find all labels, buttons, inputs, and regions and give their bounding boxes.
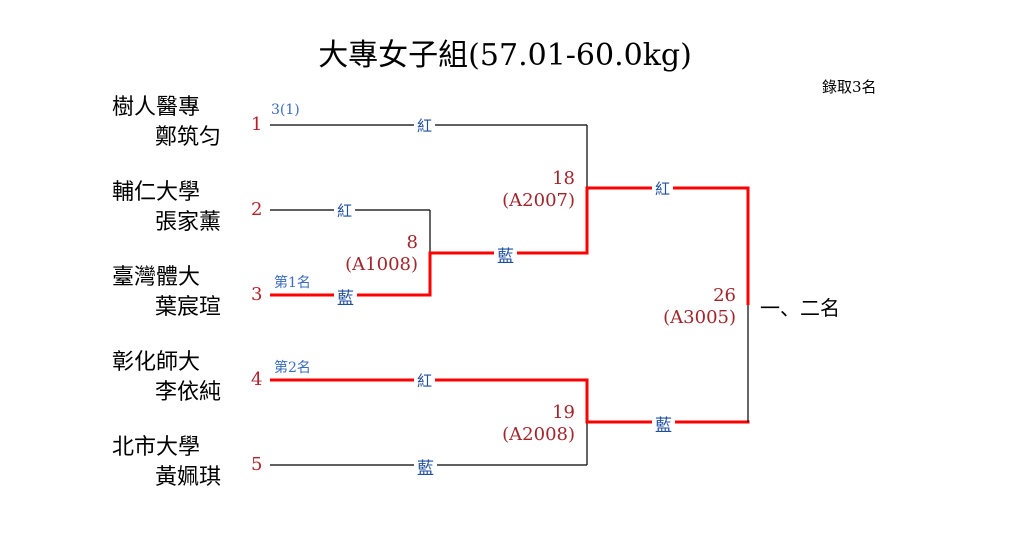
entrant-2-athlete: 張家薰 bbox=[155, 210, 222, 235]
entrant-2-school: 輔仁大學 bbox=[112, 180, 201, 205]
corner-seed5: 藍 bbox=[414, 454, 437, 479]
entrant-3-seed: 3 bbox=[251, 284, 263, 305]
corner-seed3: 藍 bbox=[334, 284, 357, 309]
entrant-4-school: 彰化師大 bbox=[112, 350, 201, 375]
entrant-1-school: 樹人醫專 bbox=[112, 95, 201, 120]
final-placement-label: 一、二名 bbox=[760, 296, 840, 320]
match-18-code: (A2007) bbox=[502, 190, 575, 211]
entrant-2-seed: 2 bbox=[251, 199, 263, 220]
match-26-code: (A3005) bbox=[663, 307, 736, 328]
entrant-5-school: 北市大學 bbox=[112, 435, 201, 460]
entrant-1-note: 3(1) bbox=[271, 102, 300, 118]
corner-seed4: 紅 bbox=[414, 370, 436, 391]
entrant-5-seed: 5 bbox=[251, 454, 263, 475]
match-8-code: (A1008) bbox=[345, 254, 418, 275]
match-18-number: 18 bbox=[552, 168, 575, 189]
match-8-number: 8 bbox=[406, 232, 418, 253]
quota-label: 錄取3名 bbox=[822, 78, 877, 96]
entrant-1-seed: 1 bbox=[251, 114, 263, 135]
match-19-code: (A2008) bbox=[502, 424, 575, 445]
corner-m8-out: 藍 bbox=[494, 242, 517, 267]
entrant-4-note: 第2名 bbox=[274, 360, 311, 376]
corner-m19-out: 藍 bbox=[652, 411, 675, 436]
entrant-3-athlete: 葉宸瑄 bbox=[155, 295, 222, 320]
entrant-4-seed: 4 bbox=[251, 369, 263, 390]
bracket-title: 大專女子組(57.01-60.0kg) bbox=[318, 38, 692, 73]
match-26-number: 26 bbox=[713, 285, 736, 306]
entrant-3-school: 臺灣體大 bbox=[112, 265, 201, 290]
match-19-number: 19 bbox=[552, 402, 575, 423]
corner-seed1: 紅 bbox=[414, 115, 436, 136]
entrant-4-athlete: 李依純 bbox=[155, 380, 222, 405]
entrant-1-athlete: 鄭筑匀 bbox=[155, 125, 222, 150]
entrant-5-athlete: 黃姵琪 bbox=[155, 465, 222, 490]
corner-m18-out: 紅 bbox=[652, 178, 674, 199]
corner-seed2: 紅 bbox=[334, 200, 356, 221]
entrant-3-note: 第1名 bbox=[274, 275, 311, 291]
